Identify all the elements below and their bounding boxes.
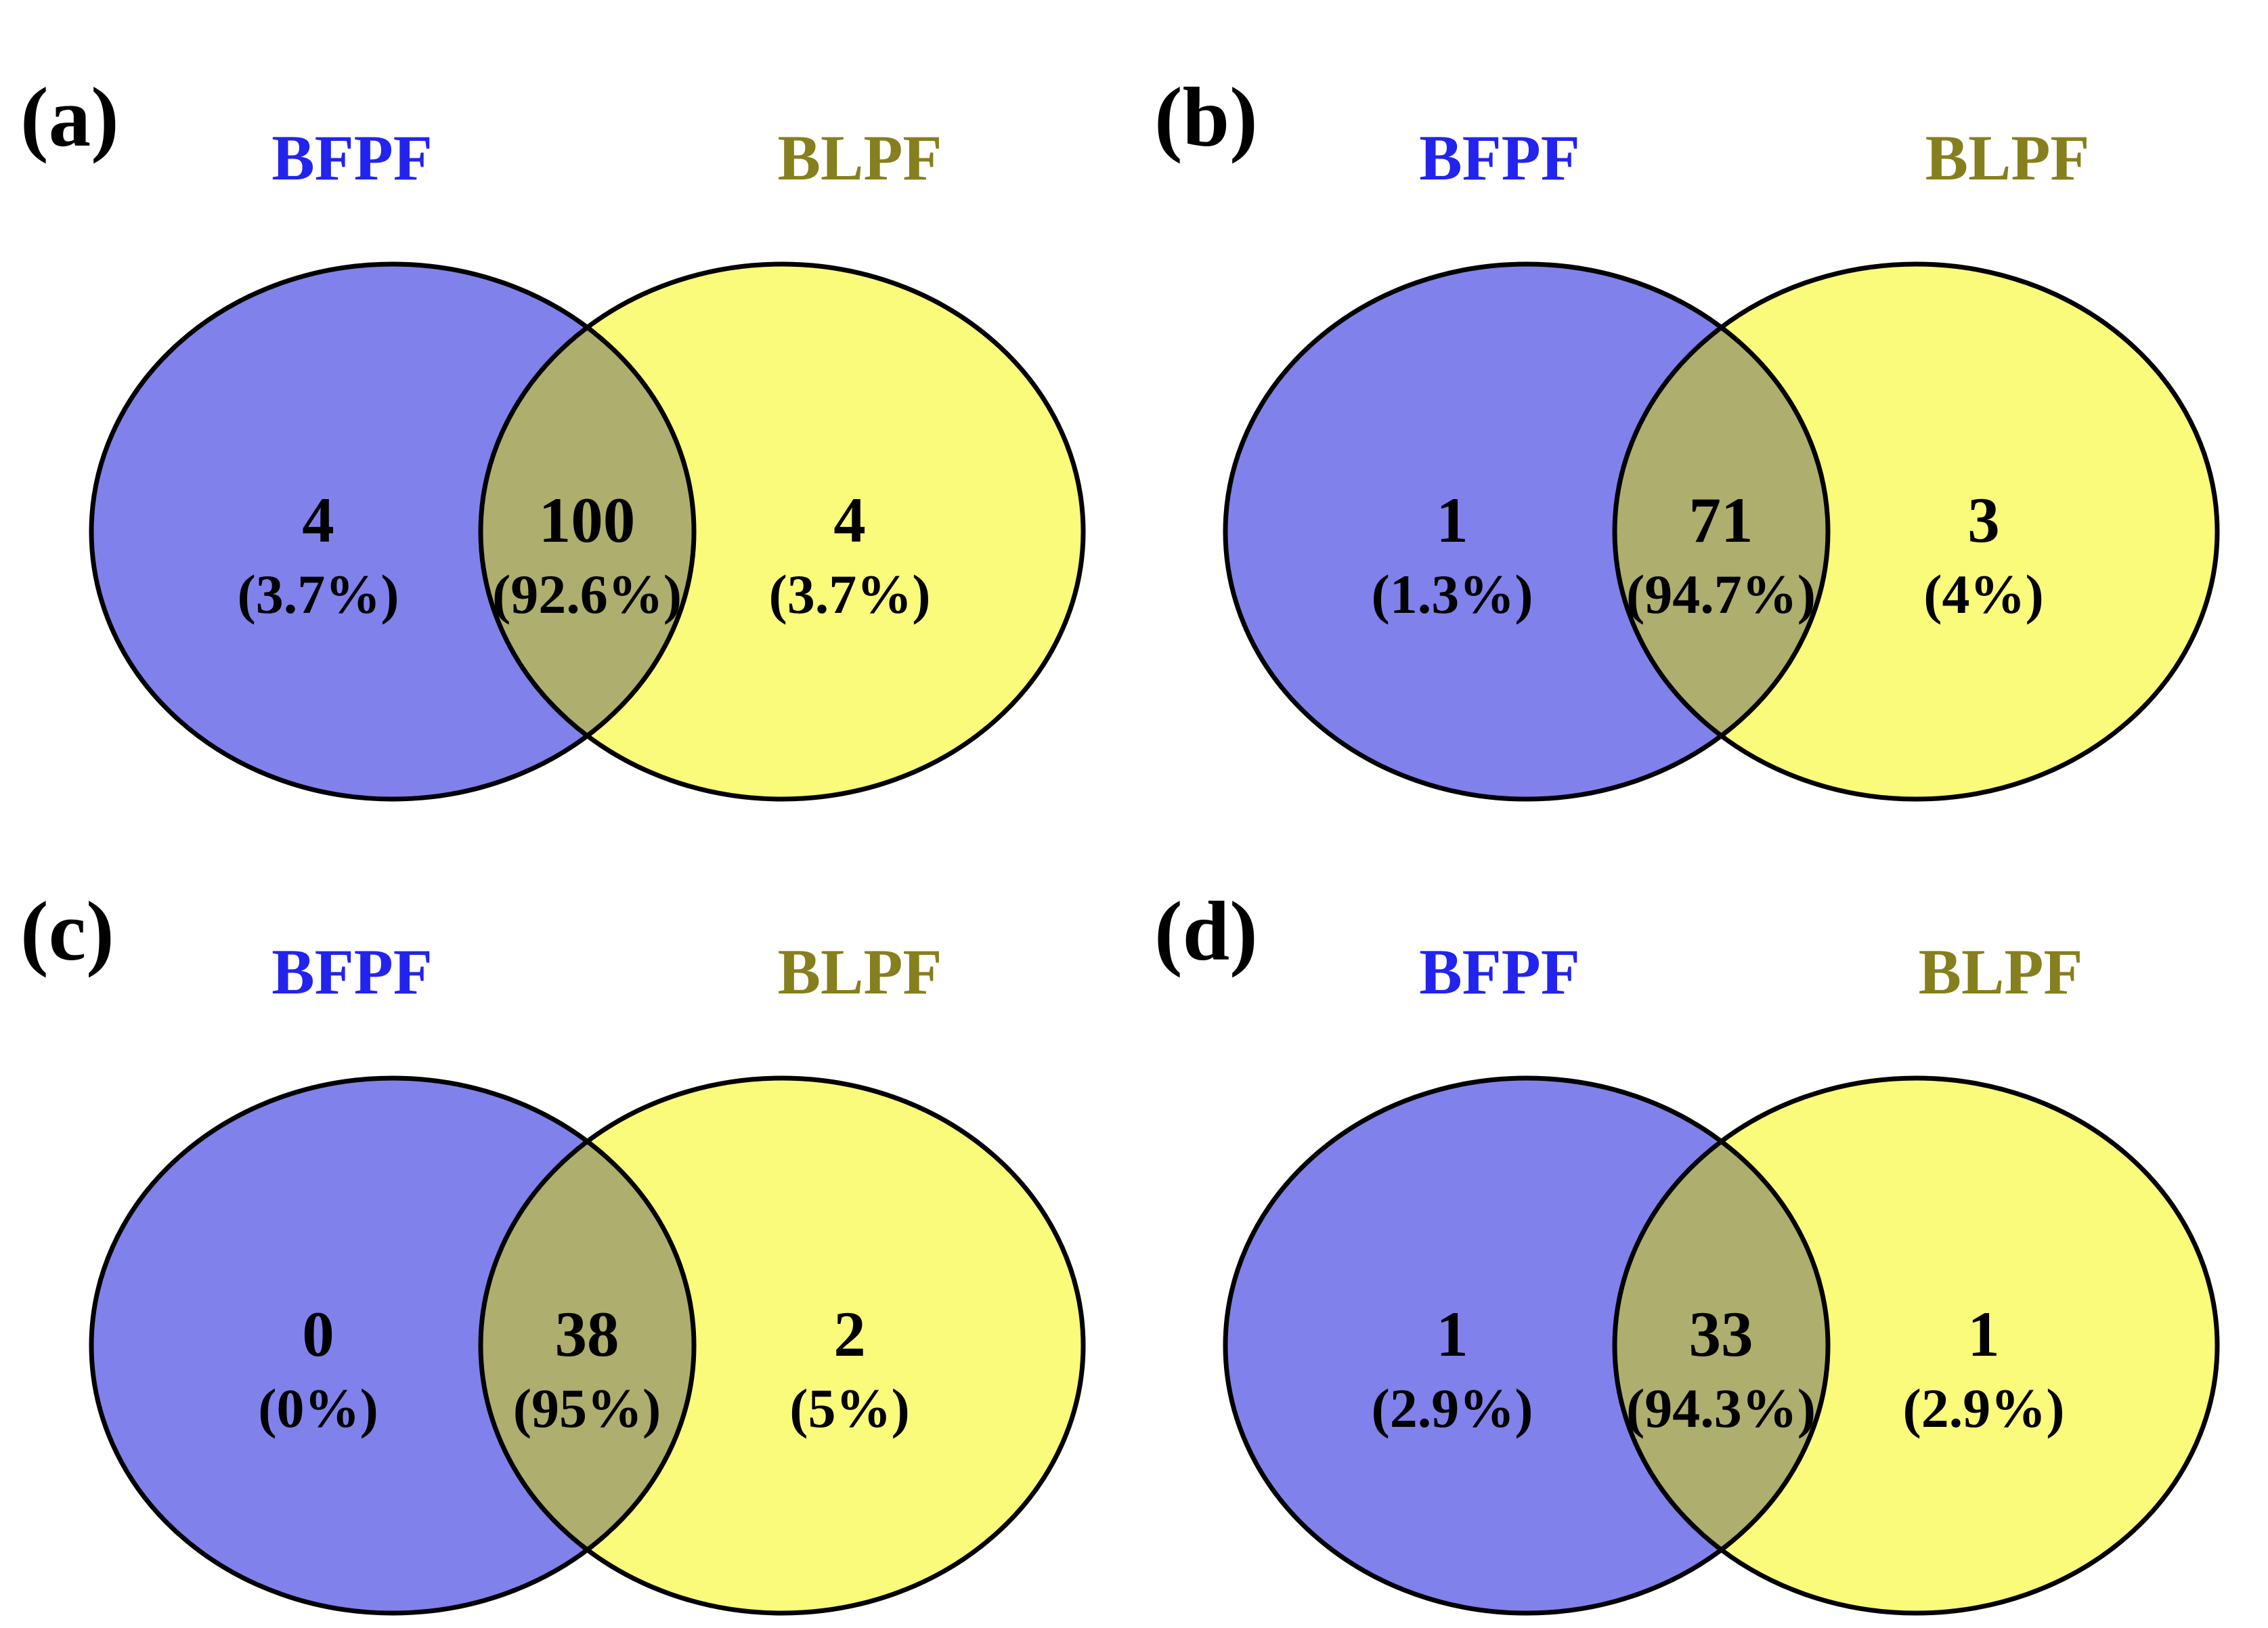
venn-svg-b: (b) BFPF BLPF 1 (1.3%) 71 (94.7%) 3 (4%) [1154, 71, 2220, 802]
blpf-circle-outline [1612, 1075, 2220, 1616]
bfpf-label: BFPF [271, 936, 432, 1008]
blpf-only-count: 2 [833, 1298, 866, 1370]
blpf-only-count: 4 [833, 484, 866, 556]
bfpf-label: BFPF [1419, 936, 1579, 1008]
overlap-region [1615, 264, 1828, 799]
overlap-region [481, 264, 694, 799]
bfpf-only-percent: (3.7%) [237, 563, 399, 625]
venn-panel-a: (a) BFPF BLPF 4 (3.7%) 100 (92.6%) 4 (3.… [0, 0, 1134, 814]
bfpf-only-count: 0 [302, 1298, 334, 1370]
blpf-only-count: 1 [1967, 1298, 2000, 1370]
panel-letter: (b) [1154, 71, 1258, 165]
overlap-percent: (95%) [513, 1377, 661, 1439]
overlap-region [481, 1078, 694, 1613]
panel-letter: (c) [20, 885, 114, 979]
bfpf-only-count: 1 [1436, 1298, 1468, 1370]
venn-panel-b: (b) BFPF BLPF 1 (1.3%) 71 (94.7%) 3 (4%) [1134, 0, 2268, 814]
bfpf-only-percent: (2.9%) [1371, 1377, 1533, 1439]
blpf-circle-outline [478, 261, 1086, 802]
blpf-label: BLPF [778, 122, 942, 194]
panel-letter: (a) [20, 71, 119, 165]
bfpf-only-percent: (1.3%) [1371, 563, 1533, 625]
venn-panel-d: (d) BFPF BLPF 1 (2.9%) 33 (94.3%) 1 (2.9… [1134, 814, 2268, 1628]
blpf-only-percent: (2.9%) [1902, 1377, 2064, 1439]
venn-svg-d: (d) BFPF BLPF 1 (2.9%) 33 (94.3%) 1 (2.9… [1154, 885, 2220, 1616]
bfpf-circle-outline [1223, 261, 1831, 802]
panel-letter: (d) [1154, 885, 1258, 979]
bfpf-only-count: 1 [1436, 484, 1468, 556]
blpf-only-count: 3 [1967, 484, 2000, 556]
overlap-count: 33 [1689, 1298, 1753, 1370]
blpf-only-percent: (3.7%) [768, 563, 930, 625]
bfpf-label: BFPF [271, 122, 432, 194]
blpf-circle-outline [1612, 261, 2220, 802]
bfpf-only-percent: (0%) [258, 1377, 378, 1439]
bfpf-circle-outline [1223, 1075, 1831, 1616]
venn-svg-a: (a) BFPF BLPF 4 (3.7%) 100 (92.6%) 4 (3.… [20, 71, 1086, 802]
overlap-count: 71 [1689, 484, 1753, 556]
blpf-only-percent: (4%) [1923, 563, 2044, 625]
overlap-percent: (94.7%) [1626, 563, 1816, 625]
bfpf-label: BFPF [1419, 122, 1579, 194]
blpf-label: BLPF [1919, 936, 2083, 1008]
blpf-label: BLPF [778, 936, 942, 1008]
overlap-percent: (94.3%) [1626, 1377, 1816, 1439]
overlap-percent: (92.6%) [492, 563, 682, 625]
bfpf-circle-outline [89, 1075, 697, 1616]
overlap-count: 38 [555, 1298, 619, 1370]
blpf-label: BLPF [1925, 122, 2090, 194]
overlap-count: 100 [539, 484, 636, 556]
bfpf-only-count: 4 [302, 484, 334, 556]
venn-panel-c: (c) BFPF BLPF 0 (0%) 38 (95%) 2 (5%) [0, 814, 1134, 1628]
blpf-only-percent: (5%) [789, 1377, 910, 1439]
overlap-region [1615, 1078, 1828, 1613]
bfpf-circle-outline [89, 261, 697, 802]
venn-svg-c: (c) BFPF BLPF 0 (0%) 38 (95%) 2 (5%) [20, 885, 1086, 1616]
blpf-circle-outline [478, 1075, 1086, 1616]
